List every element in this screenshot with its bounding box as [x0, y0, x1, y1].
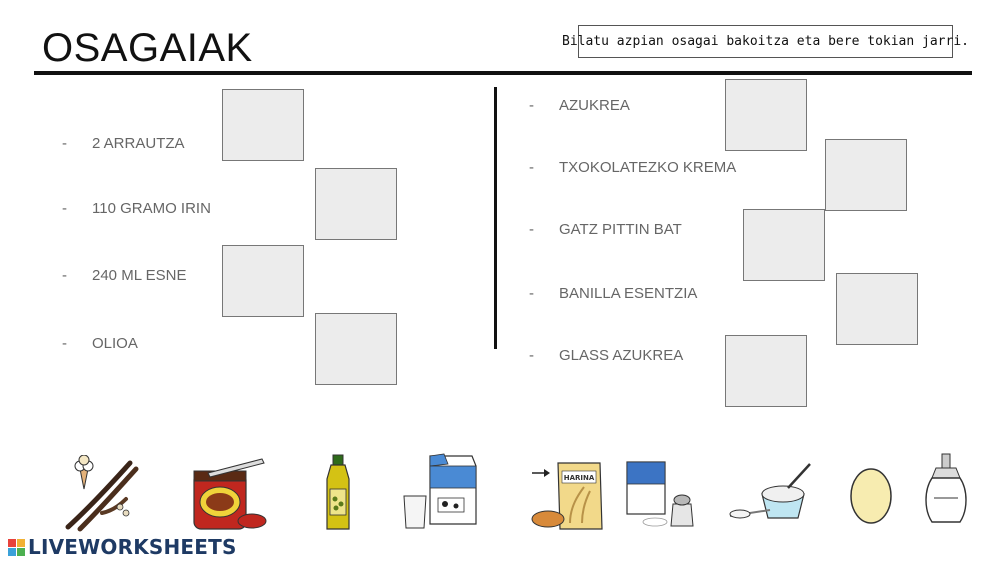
sugar-dispenser-icon[interactable]	[922, 452, 970, 528]
drop-box[interactable]	[725, 335, 807, 407]
ingredient-item: - GLASS AZUKREA	[529, 347, 683, 364]
title-underline	[34, 71, 972, 75]
ingredient-label: GATZ PITTIN BAT	[559, 221, 682, 238]
ingredient-item: - BANILLA ESENTZIA	[529, 285, 697, 302]
ingredient-item: - 240 ML ESNE	[62, 267, 187, 284]
drop-box[interactable]	[825, 139, 907, 211]
ingredient-item: - GATZ PITTIN BAT	[529, 221, 682, 238]
drop-box[interactable]	[315, 168, 397, 240]
page-title: OSAGAIAK	[42, 26, 253, 70]
item-dash: -	[62, 267, 67, 284]
ingredient-label: 2 ARRAUTZA	[92, 135, 185, 152]
drop-box[interactable]	[743, 209, 825, 281]
item-dash: -	[529, 347, 534, 364]
item-dash: -	[62, 135, 67, 152]
sugar-bowl-icon[interactable]	[726, 460, 814, 524]
liveworksheets-logo: LIVEWORKSHEETS	[8, 535, 237, 559]
vanilla-icon[interactable]	[60, 455, 144, 533]
brand-text: LIVEWORKSHEETS	[28, 535, 237, 559]
ingredient-item: - 110 GRAMO IRIN	[62, 200, 211, 217]
item-dash: -	[529, 97, 534, 114]
flour-label-text: HARINA	[564, 474, 595, 482]
instruction-box: Bilatu azpian osagai bakoitza eta bere t…	[562, 25, 969, 58]
ingredient-item: - TXOKOLATEZKO KREMA	[529, 159, 736, 176]
chocolate-cream-jar-icon[interactable]	[190, 455, 268, 533]
flour-bag-icon[interactable]: HARINA	[530, 455, 608, 533]
item-dash: -	[529, 221, 534, 238]
item-dash: -	[529, 285, 534, 302]
ingredient-label: TXOKOLATEZKO KREMA	[559, 159, 737, 176]
drop-box[interactable]	[222, 245, 304, 317]
drop-box[interactable]	[725, 79, 807, 151]
logo-mark-icon	[8, 538, 25, 556]
item-dash: -	[62, 200, 67, 217]
drop-box[interactable]	[222, 89, 304, 161]
ingredient-item: - OLIOA	[62, 335, 138, 352]
milk-carton-icon[interactable]	[400, 452, 478, 532]
ingredient-label: OLIOA	[92, 335, 138, 352]
salt-icon[interactable]	[625, 460, 695, 530]
ingredient-label: 110 GRAMO IRIN	[92, 200, 211, 217]
ingredient-label: BANILLA ESENTZIA	[559, 285, 698, 302]
egg-icon[interactable]	[848, 465, 894, 525]
drop-box[interactable]	[836, 273, 918, 345]
item-dash: -	[62, 335, 67, 352]
oil-bottle-icon[interactable]	[320, 453, 356, 533]
ingredient-item: - 2 ARRAUTZA	[62, 135, 185, 152]
ingredient-item: - AZUKREA	[529, 97, 630, 114]
item-dash: -	[529, 159, 534, 176]
ingredient-label: GLASS AZUKREA	[559, 347, 684, 364]
drop-box[interactable]	[315, 313, 397, 385]
ingredient-label: 240 ML ESNE	[92, 267, 187, 284]
ingredient-label: AZUKREA	[559, 97, 630, 114]
column-divider	[494, 87, 497, 349]
